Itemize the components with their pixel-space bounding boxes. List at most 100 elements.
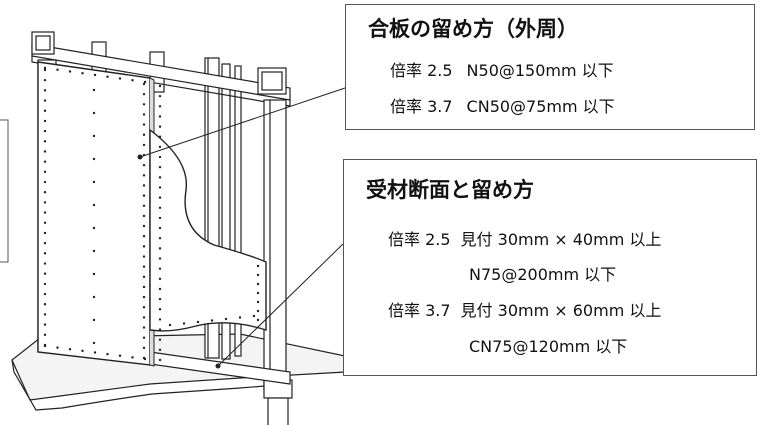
nail-dot <box>92 272 96 276</box>
nail-dot <box>43 282 47 286</box>
nail-dot <box>158 196 162 199</box>
nail-dot <box>158 176 162 179</box>
nail-dot <box>256 264 260 268</box>
nail-dot <box>142 255 146 258</box>
nail-dot <box>252 314 256 318</box>
nail-dot <box>43 150 47 153</box>
nail-dot <box>256 282 260 286</box>
nail-dot <box>142 103 146 106</box>
nail-dot <box>43 68 47 72</box>
nail-dot <box>92 88 96 92</box>
nail-dot <box>142 204 146 207</box>
nail-dot <box>158 145 162 149</box>
nail-dot <box>142 184 146 187</box>
nail-dot <box>142 346 146 350</box>
nail-dot <box>142 285 146 289</box>
nail-dot <box>131 79 134 82</box>
nail-dot <box>142 163 146 167</box>
receiver-nail-2: CN75@120mm 以下 <box>469 337 628 356</box>
nail-dot <box>158 328 162 331</box>
nail-dot <box>142 295 146 299</box>
nail-dot <box>142 306 146 309</box>
nail-dot <box>142 174 146 177</box>
nail-dot <box>56 346 59 349</box>
nail-dot <box>256 291 260 295</box>
nail-dot <box>142 245 146 248</box>
nail-dot <box>43 78 47 82</box>
receiver-section-title: 受材断面と留め方 <box>366 178 534 202</box>
nail-dot <box>142 265 146 268</box>
nail-dot <box>118 77 122 80</box>
nail-dot <box>158 318 162 321</box>
nail-dot <box>68 348 72 351</box>
nail-dot <box>158 237 162 240</box>
nail-dot <box>43 241 47 245</box>
nail-dot <box>210 319 214 322</box>
nail-dot <box>182 322 186 325</box>
nail-dot <box>142 214 146 218</box>
nail-dot <box>158 216 162 220</box>
nail-dot <box>92 295 96 299</box>
nail-dot <box>142 82 146 86</box>
nail-dot <box>92 318 96 322</box>
nail-dot <box>43 221 47 224</box>
nail-dot <box>43 99 47 102</box>
nail-dot <box>158 94 162 98</box>
nail-dot <box>142 336 146 339</box>
nail-dot <box>256 309 260 313</box>
plywood-panel-curved <box>149 128 267 332</box>
nail-pattern <box>43 66 260 362</box>
nail-dot <box>158 358 162 362</box>
nail-dot <box>93 351 97 354</box>
nail-dot <box>196 320 200 324</box>
nail-dot <box>142 194 146 197</box>
ratio-label: 倍率 3.7 <box>390 97 453 116</box>
nail-spec: N50@150mm 以下 <box>466 61 614 80</box>
nail-dot <box>142 133 146 136</box>
nail-dot <box>81 349 84 353</box>
section-size: 見付 30mm × 40mm 以上 <box>460 230 662 249</box>
nail-dot <box>43 313 47 316</box>
nail-dot <box>43 211 47 214</box>
nail-dot <box>158 226 162 230</box>
nail-dot <box>43 323 47 326</box>
nail-dot <box>106 352 109 356</box>
nail-dot <box>92 180 96 184</box>
nail-dot <box>143 357 147 361</box>
nail-dot <box>93 73 97 77</box>
nail-dot <box>158 257 162 260</box>
nail-dot <box>142 143 146 147</box>
nail-dot <box>43 89 47 92</box>
nail-dot <box>142 316 146 319</box>
ratio-label: 倍率 2.5 <box>390 61 453 80</box>
nail-dot <box>81 72 84 75</box>
receiver-nail-1: N75@200mm 以下 <box>469 265 617 284</box>
nail-spec: CN50@75mm 以下 <box>466 97 615 116</box>
nail-dot <box>92 111 96 115</box>
nail-dot <box>158 297 162 301</box>
nail-dot <box>43 66 47 70</box>
nail-dot <box>158 186 162 189</box>
nail-dot <box>43 160 47 163</box>
nail-dot <box>92 157 96 161</box>
nail-dot <box>92 249 96 253</box>
nail-dot <box>56 68 59 71</box>
nail-dot <box>256 273 260 277</box>
plywood-row-2: 倍率 3.7 CN50@75mm 以下 <box>390 93 615 117</box>
leader-line-lower <box>217 243 344 367</box>
nail-dot <box>43 170 47 174</box>
nail-dot <box>43 231 47 235</box>
nail-dot <box>43 191 47 194</box>
nail-dot <box>142 275 146 279</box>
nail-dot <box>158 247 162 250</box>
nail-dot <box>92 226 96 230</box>
nail-dot <box>43 119 47 123</box>
nail-dot <box>142 92 146 96</box>
nail-dot <box>158 155 162 159</box>
nail-dot <box>131 356 134 359</box>
nail-dot <box>43 262 47 265</box>
